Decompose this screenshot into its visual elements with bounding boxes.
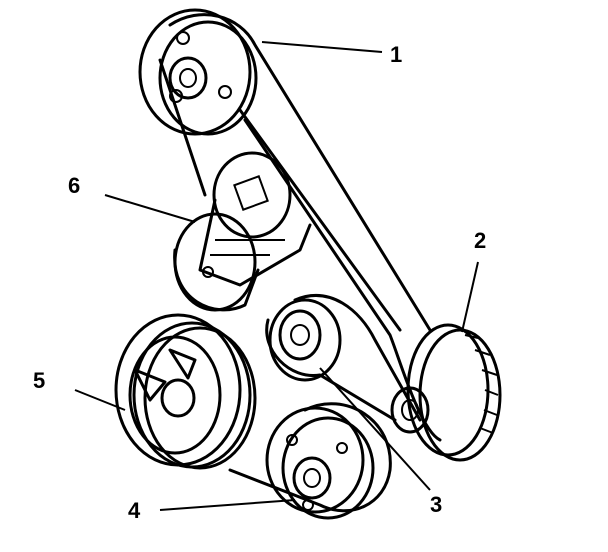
tensioner-6: [173, 151, 312, 312]
leader-6: [104, 194, 196, 223]
leader-2: [461, 261, 479, 333]
alternator-pulley-2: [390, 323, 502, 462]
leader-1: [261, 41, 383, 53]
leader-lines: [74, 41, 479, 511]
callout-5: 5: [33, 368, 45, 393]
callout-4: 4: [128, 498, 141, 523]
leader-3: [319, 367, 431, 491]
callout-1: 1: [390, 42, 402, 67]
idler-pulley-3: [268, 298, 342, 382]
leader-5: [74, 389, 126, 411]
callout-3: 3: [430, 492, 442, 517]
callout-2: 2: [474, 228, 486, 253]
pulley-1-top: [138, 8, 258, 136]
callout-6: 6: [68, 173, 80, 198]
crankshaft-pulley-5: [114, 313, 257, 470]
leader-4: [159, 499, 296, 511]
water-pump-pulley-4: [265, 406, 375, 520]
